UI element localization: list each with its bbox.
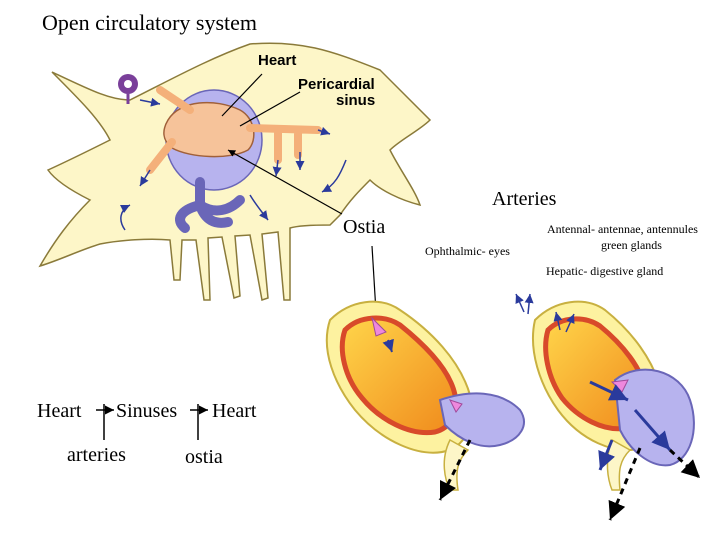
flow-connectors — [96, 404, 208, 440]
antennal-label-2: green glands — [601, 238, 662, 252]
label-leaders — [221, 73, 380, 313]
flow-sinuses: Sinuses — [116, 400, 178, 422]
heart-section-right — [531, 300, 695, 491]
valve-icon — [118, 74, 138, 104]
hepatic-label: Hepatic- digestive gland — [546, 264, 664, 278]
heart-shape — [146, 86, 322, 174]
heart-section-left — [325, 300, 525, 491]
flow-heart-2: Heart — [212, 400, 257, 422]
artery-outflow-arrows — [515, 293, 575, 333]
ostia-inflow-arrow — [382, 338, 394, 353]
arteries-label: Arteries — [492, 188, 557, 210]
flow-heart-1: Heart — [37, 400, 82, 422]
dashed-outflow-arrows — [438, 439, 702, 521]
blood-direction-arrows — [589, 380, 672, 471]
pericardial-label-1: Pericardial — [298, 76, 375, 93]
antennal-label-1: Antennal- antennae, antennules — [547, 222, 698, 236]
flow-arteries: arteries — [67, 444, 126, 466]
ophthalmic-label: Ophthalmic- eyes — [425, 244, 510, 258]
hemolymph-flow-arrows — [119, 97, 347, 231]
ostia-label: Ostia — [343, 216, 386, 238]
slide-title: Open circulatory system — [42, 10, 258, 35]
pericardial-label-2: sinus — [336, 92, 376, 109]
flow-ostia: ostia — [185, 446, 223, 468]
heart-label: Heart — [258, 52, 297, 69]
